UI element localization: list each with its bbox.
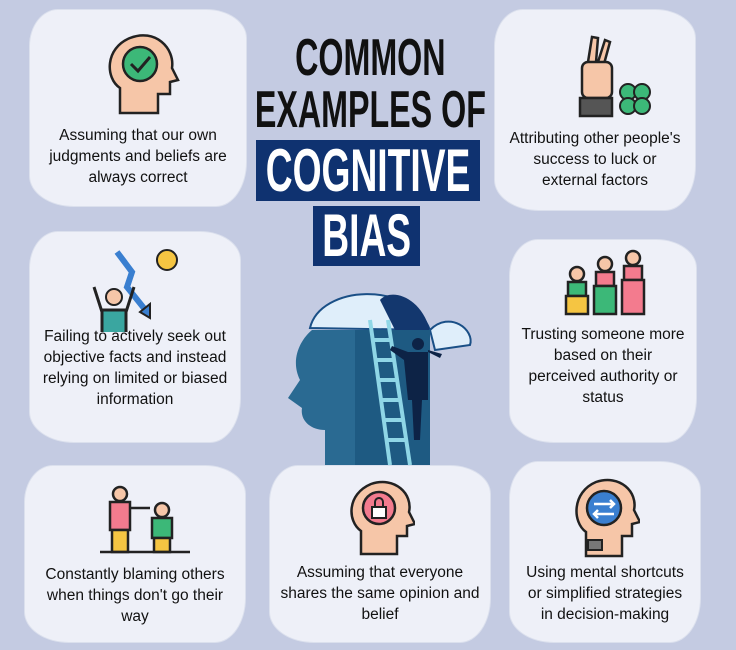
person-pointing-blame-icon <box>100 485 190 554</box>
card-blaming-others: Constantly blaming others when things do… <box>25 466 245 642</box>
people-podium-icon <box>564 249 646 316</box>
card-overconfidence: Assuming that our own judgments and beli… <box>30 10 246 206</box>
head-lock-icon <box>350 480 415 556</box>
head-brain-ladder-icon <box>288 293 472 466</box>
card-false-consensus: Assuming that everyone shares the same o… <box>270 466 490 642</box>
head-arrows-icon <box>575 478 640 558</box>
card-text: Assuming that our own judgments and beli… <box>49 127 227 186</box>
card-text: Assuming that everyone shares the same o… <box>280 564 480 623</box>
card-text: Failing to actively seek out objective f… <box>42 328 228 408</box>
card-text: Attributing other people's success to lu… <box>509 130 681 189</box>
person-falling-chart-icon <box>92 249 178 332</box>
card-text: Trusting someone more based on their per… <box>521 326 685 406</box>
title-examples-of: EXAMPLES OF <box>254 81 486 139</box>
card-luck-attribution: Attributing other people's success to lu… <box>495 10 695 210</box>
crossed-fingers-clover-icon <box>578 35 651 118</box>
head-checkmark-icon <box>108 34 180 115</box>
card-text: Using mental shortcuts or simplified str… <box>526 564 684 623</box>
title-cognitive: COGNITIVE <box>256 140 480 201</box>
card-mental-shortcuts: Using mental shortcuts or simplified str… <box>510 462 700 642</box>
card-text: Constantly blaming others when things do… <box>45 566 225 625</box>
card-limited-information: Failing to actively seek out objective f… <box>30 232 240 442</box>
title-common: COMMON <box>294 29 446 87</box>
card-authority-bias: Trusting someone more based on their per… <box>510 240 696 442</box>
title-bias: BIAS <box>313 206 420 266</box>
